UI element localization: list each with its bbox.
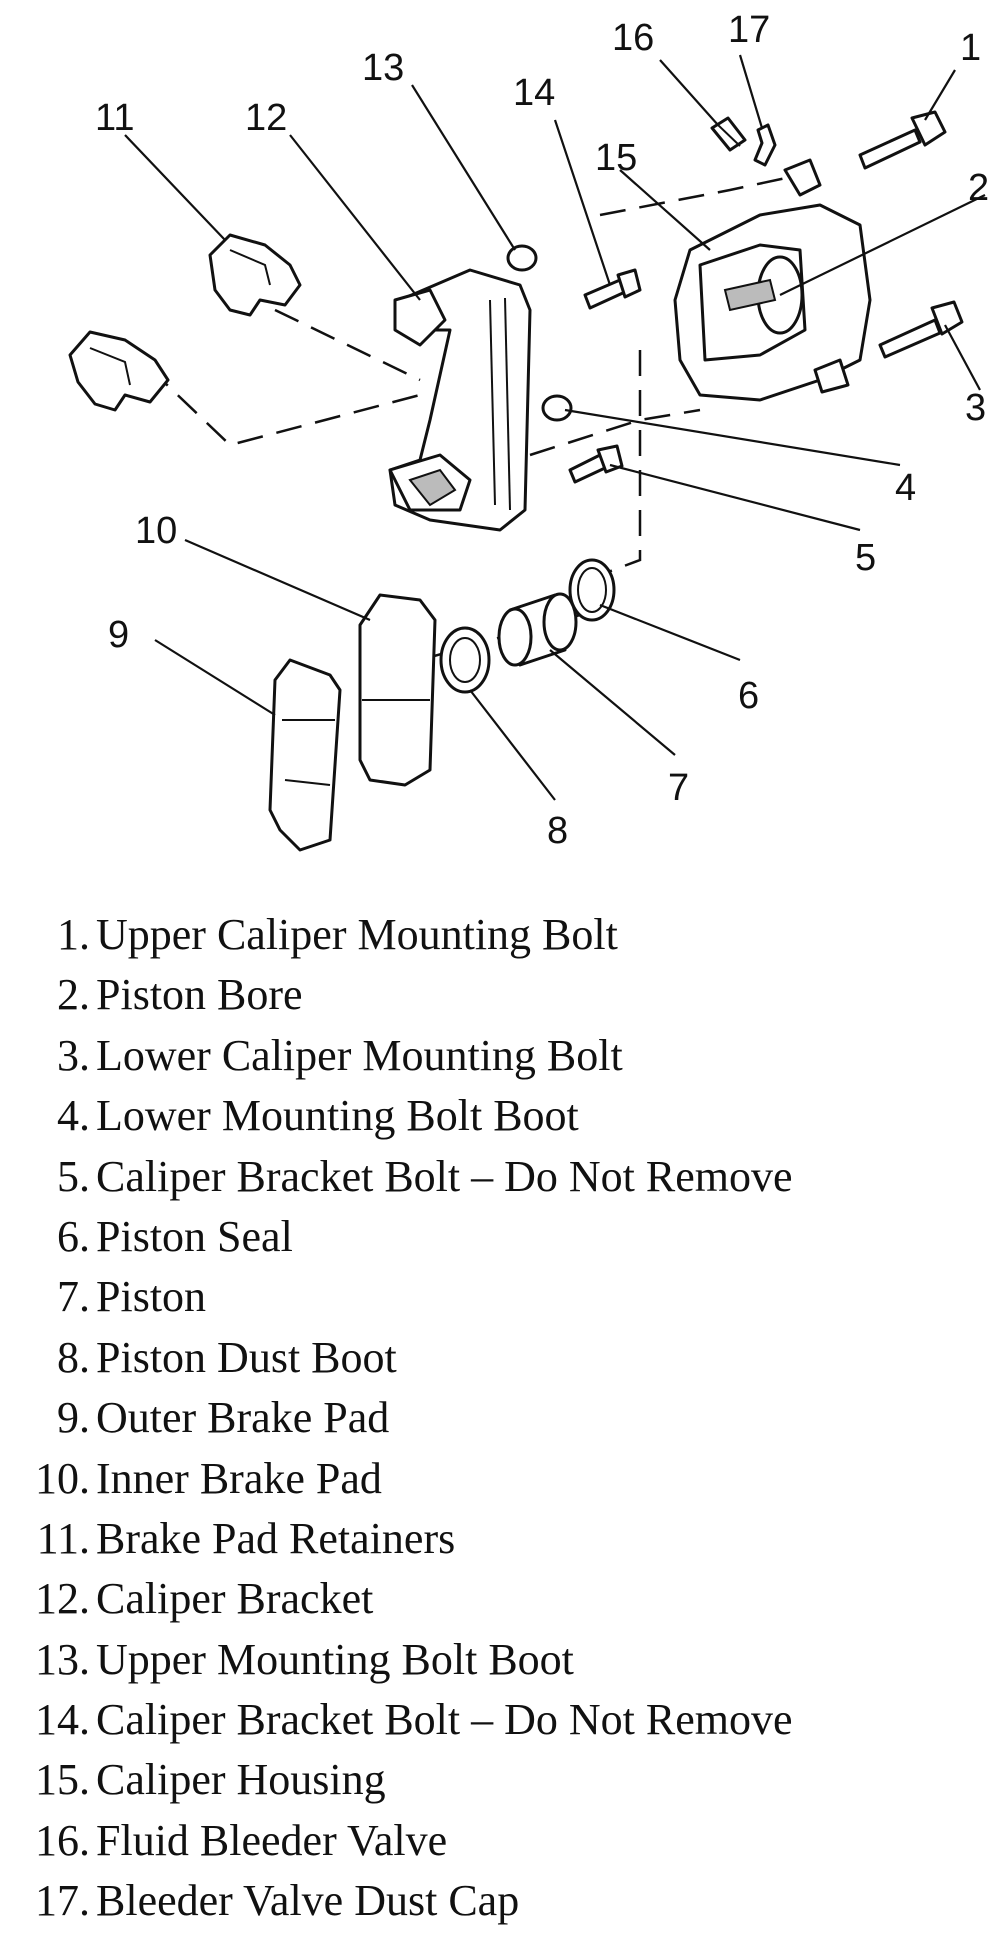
caliper-bracket — [388, 268, 532, 532]
callout-10: 10 — [135, 510, 177, 552]
exploded-diagram: 1 2 3 4 5 6 7 8 9 10 11 12 13 14 15 16 1… — [0, 0, 1000, 870]
callout-9: 9 — [108, 614, 129, 656]
parts-legend: 1.Upper Caliper Mounting Bolt 2.Piston B… — [0, 905, 1000, 1932]
lower-caliper-mounting-bolt — [878, 300, 964, 359]
callout-15: 15 — [595, 137, 637, 179]
caliper-housing — [673, 158, 872, 402]
lower-mounting-bolt-boot — [541, 394, 573, 422]
callout-6: 6 — [738, 675, 759, 717]
caliper-bracket-bolt-upper — [583, 268, 642, 310]
piston-seal — [568, 558, 616, 622]
upper-mounting-bolt-boot — [506, 244, 538, 272]
legend-item: 14.Caliper Bracket Bolt – Do Not Remove — [35, 1695, 793, 1745]
legend-item: 8.Piston Dust Boot — [57, 1332, 397, 1382]
legend-item: 3.Lower Caliper Mounting Bolt — [57, 1030, 623, 1080]
caliper-bracket-bolt-lower — [568, 444, 624, 484]
callout-16: 16 — [612, 17, 654, 59]
callout-13: 13 — [362, 47, 404, 89]
callout-1: 1 — [960, 27, 981, 69]
legend-item: 15.Caliper Housing — [35, 1755, 386, 1805]
piston-dust-boot — [439, 626, 491, 694]
brake-pad-retainer-upper — [208, 233, 302, 317]
legend-item: 11.Brake Pad Retainers — [36, 1513, 456, 1563]
callout-12: 12 — [245, 97, 287, 139]
legend-item: 17.Bleeder Valve Dust Cap — [35, 1876, 520, 1926]
fluid-bleeder-valve — [710, 116, 747, 152]
legend-item: 16.Fluid Bleeder Valve — [35, 1815, 448, 1865]
callout-11: 11 — [95, 97, 134, 139]
legend-item: 6.Piston Seal — [57, 1211, 293, 1261]
legend-item: 10.Inner Brake Pad — [35, 1453, 382, 1503]
callout-8: 8 — [547, 810, 568, 852]
brake-pad-retainer-lower — [68, 330, 170, 412]
callout-5: 5 — [855, 537, 876, 579]
callout-2: 2 — [968, 167, 989, 209]
legend-item: 4.Lower Mounting Bolt Boot — [57, 1091, 579, 1141]
legend-item: 12.Caliper Bracket — [35, 1574, 374, 1624]
outer-brake-pad — [268, 658, 342, 852]
piston — [497, 592, 578, 667]
inner-brake-pad — [358, 593, 437, 787]
legend-item: 2.Piston Bore — [57, 970, 303, 1020]
callout-7: 7 — [668, 767, 689, 809]
bleeder-valve-dust-cap — [753, 123, 777, 167]
legend-item: 9.Outer Brake Pad — [57, 1393, 390, 1443]
legend-item: 1.Upper Caliper Mounting Bolt — [57, 910, 618, 959]
legend-item: 13.Upper Mounting Bolt Boot — [35, 1634, 574, 1684]
upper-caliper-mounting-bolt — [858, 110, 947, 170]
callout-4: 4 — [895, 467, 916, 509]
legend-item: 5.Caliper Bracket Bolt – Do Not Remove — [57, 1151, 793, 1201]
legend-item: 7.Piston — [57, 1272, 207, 1322]
callout-3: 3 — [965, 387, 986, 429]
callout-14: 14 — [513, 72, 555, 114]
callout-17: 17 — [728, 9, 770, 51]
